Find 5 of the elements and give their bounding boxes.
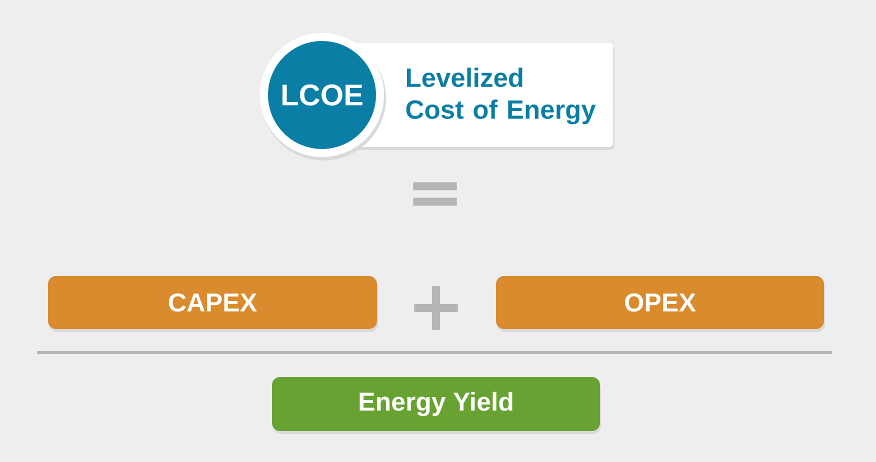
equals-sign: = — [413, 182, 457, 206]
term-box: OPEX — [496, 276, 825, 332]
denominator-box: Energy Yield — [272, 377, 601, 434]
term-box: CAPEX — [48, 276, 378, 332]
plus-sign: + — [414, 286, 458, 330]
